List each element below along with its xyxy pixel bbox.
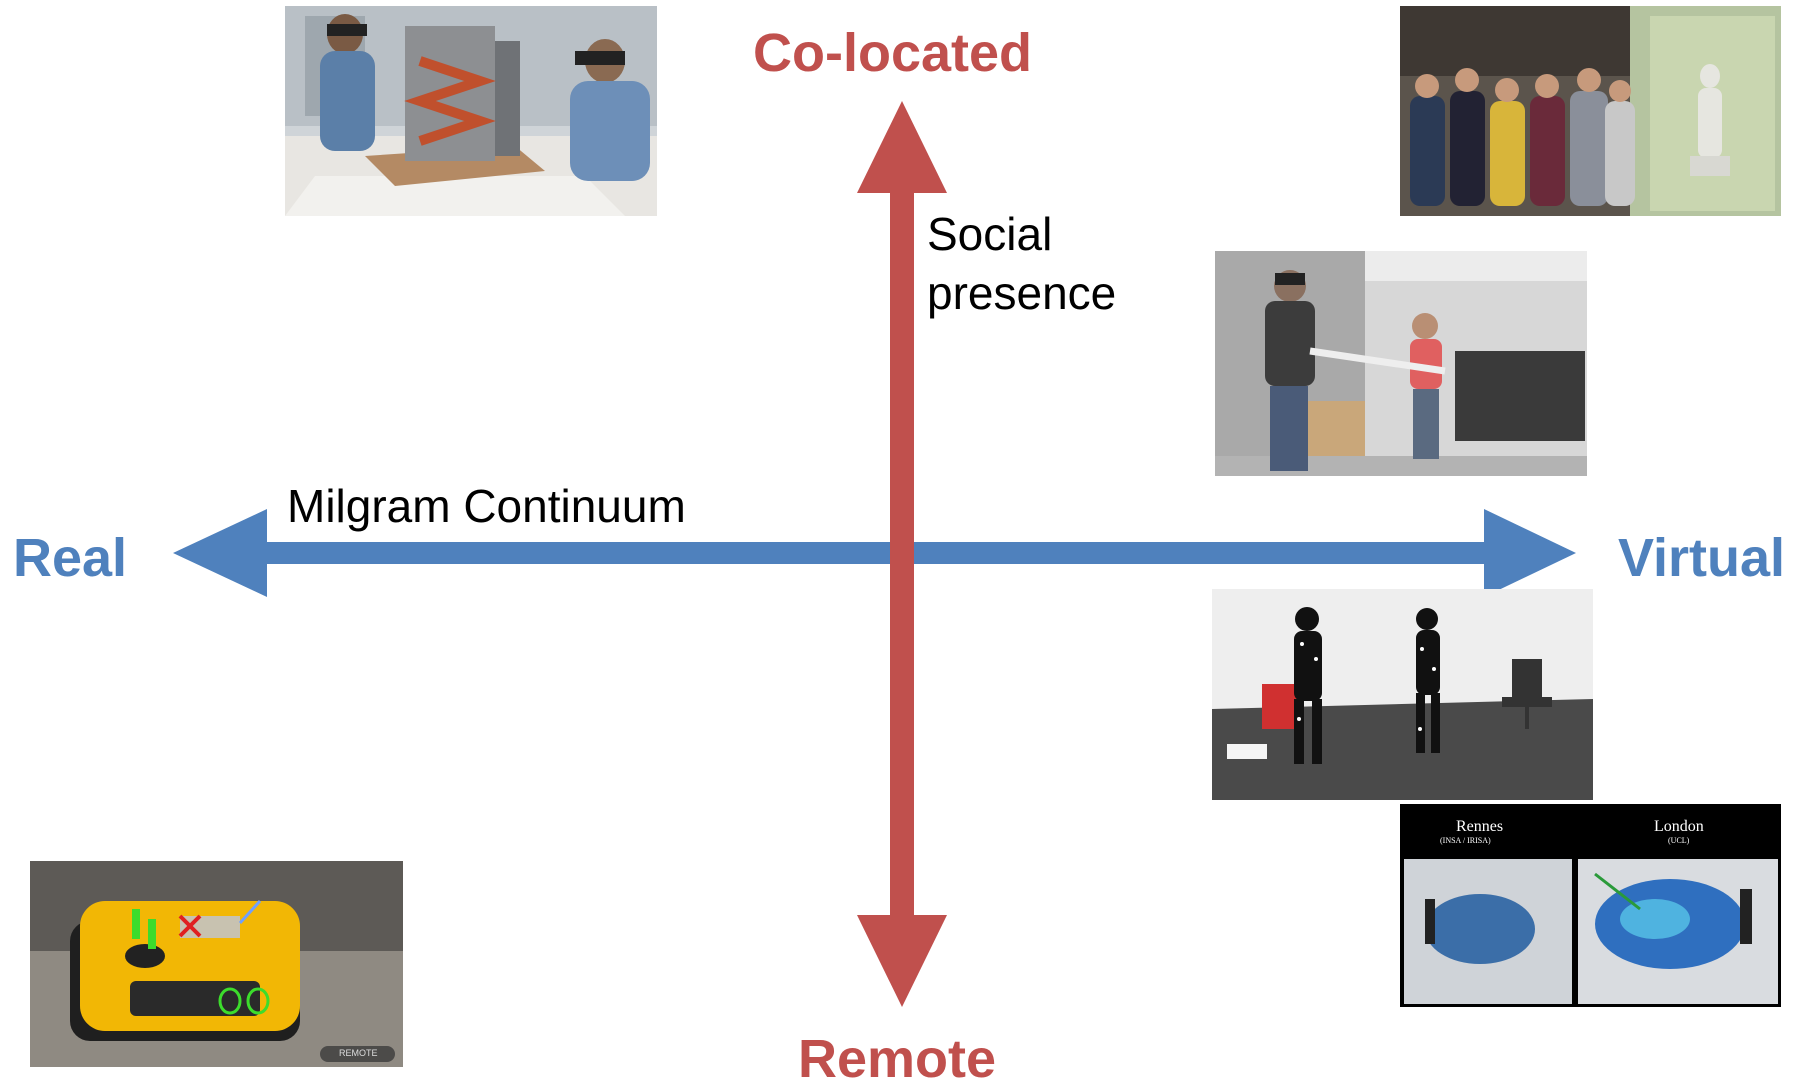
photo-generator-ar: REMOTE	[30, 861, 403, 1067]
photo-split-screen: Rennes (INSA / IRISA) London (UCL)	[1400, 804, 1781, 1007]
label-presence: presence	[927, 267, 1117, 319]
generator-watermark: REMOTE	[339, 1048, 378, 1058]
label-milgram-continuum: Milgram Continuum	[287, 480, 686, 532]
vertical-arrow-shaft	[890, 185, 914, 925]
horizontal-arrow	[173, 509, 1576, 597]
split-caption-left: Rennes	[1456, 818, 1504, 835]
split-caption-right: London	[1654, 818, 1704, 835]
photo-hololens-architecture	[285, 6, 657, 216]
vertical-arrowhead-top	[857, 101, 947, 193]
label-co-located: Co-located	[753, 23, 1033, 83]
label-remote: Remote	[798, 1029, 997, 1089]
label-social-presence: Social presence	[927, 205, 1116, 323]
label-virtual: Virtual	[1618, 528, 1786, 588]
split-caption-left-sub: (INSA / IRISA)	[1440, 836, 1491, 845]
photo-motion-capture	[1212, 589, 1593, 800]
photo-cave-group	[1400, 6, 1781, 216]
photo-vr-lab-pole	[1215, 251, 1587, 476]
horizontal-arrowhead-right	[1484, 509, 1576, 597]
vertical-arrow	[857, 101, 947, 1007]
horizontal-arrowhead-left	[173, 509, 267, 597]
horizontal-arrow-shaft	[260, 542, 1492, 564]
label-social: Social	[927, 208, 1053, 260]
label-real: Real	[13, 528, 128, 588]
split-caption-right-sub: (UCL)	[1668, 836, 1690, 845]
vertical-arrowhead-bottom	[857, 915, 947, 1007]
